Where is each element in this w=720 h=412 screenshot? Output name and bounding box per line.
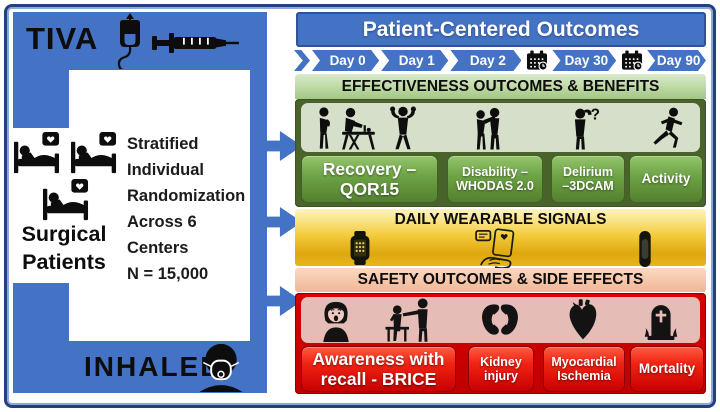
patient-in-bed-icon — [70, 131, 117, 176]
person-supporting-person-icon — [468, 107, 510, 150]
iv-drip-bag-icon — [112, 13, 148, 69]
timeline-day-30: Day 30 — [552, 50, 616, 71]
fitness-band-icon — [634, 231, 656, 267]
effectiveness-section-title: EFFECTIVENESS OUTCOMES & BENEFITS — [295, 74, 706, 99]
recovery-qor15-button: Recovery – QOR15 — [301, 155, 438, 203]
syringe-icon — [152, 28, 240, 58]
smartwatch-icon — [347, 231, 373, 265]
safety-section-title: SAFETY OUTCOMES & SIDE EFFECTS — [295, 268, 706, 292]
effectiveness-icons-panel — [301, 103, 700, 152]
outcomes-header: Patient-Centered Outcomes — [296, 12, 706, 47]
mortality-button: Mortality — [630, 346, 704, 392]
anatomical-heart-icon — [566, 299, 600, 341]
center-white-box — [69, 70, 250, 341]
person-recovering-icon — [312, 106, 334, 150]
person-at-desk-icon — [337, 107, 379, 150]
kidneys-icon — [478, 301, 522, 339]
myocardial-ischemia-button: Myocardial Ischemia — [543, 346, 625, 392]
calendar-clock-icon — [618, 50, 645, 71]
randomization-description: Stratified Individual Randomization Acro… — [127, 135, 246, 283]
wearables-title: DAILY WEARABLE SIGNALS — [394, 211, 607, 228]
activity-button: Activity — [629, 155, 703, 203]
inhaled-arm-label: INHALED — [84, 351, 223, 382]
kidney-injury-button: Kidney injury — [468, 346, 534, 392]
safety-icons-panel — [301, 297, 700, 343]
person-flexing-icon — [386, 106, 420, 150]
tiva-arm-label: TIVA — [26, 21, 99, 56]
delirium-3dcam-button: Delirium –3DCAM — [551, 155, 625, 203]
surgical-patients-label: Surgical Patients — [21, 222, 107, 274]
timeline-day-90: Day 90 — [647, 50, 706, 71]
patient-in-bed-icon — [42, 178, 89, 223]
anesthesia-mask-face-icon — [196, 340, 246, 393]
timeline-day-0: Day 0 — [312, 50, 379, 71]
diagram-border — [4, 4, 716, 408]
caregiver-with-patient-icon — [382, 297, 436, 342]
awareness-brice-button: Awareness with recall - BRICE — [301, 346, 456, 392]
question-mark: ? — [591, 106, 600, 123]
calendar-clock-icon — [523, 50, 550, 71]
timeline-day-1: Day 1 — [381, 50, 448, 71]
person-running-icon — [648, 107, 686, 150]
tombstone-icon — [638, 300, 684, 341]
disability-whodas-button: Disability – WHODAS 2.0 — [447, 155, 543, 203]
patient-in-bed-icon — [13, 131, 60, 176]
hands-holding-phone-health-messages-icon — [472, 228, 524, 268]
timeline: Day 0 Day 1 Day 2 Day 30 — [294, 50, 706, 71]
woman-shocked-icon — [318, 299, 354, 342]
person-confused-icon: ? — [564, 106, 604, 150]
timeline-day-2: Day 2 — [450, 50, 521, 71]
